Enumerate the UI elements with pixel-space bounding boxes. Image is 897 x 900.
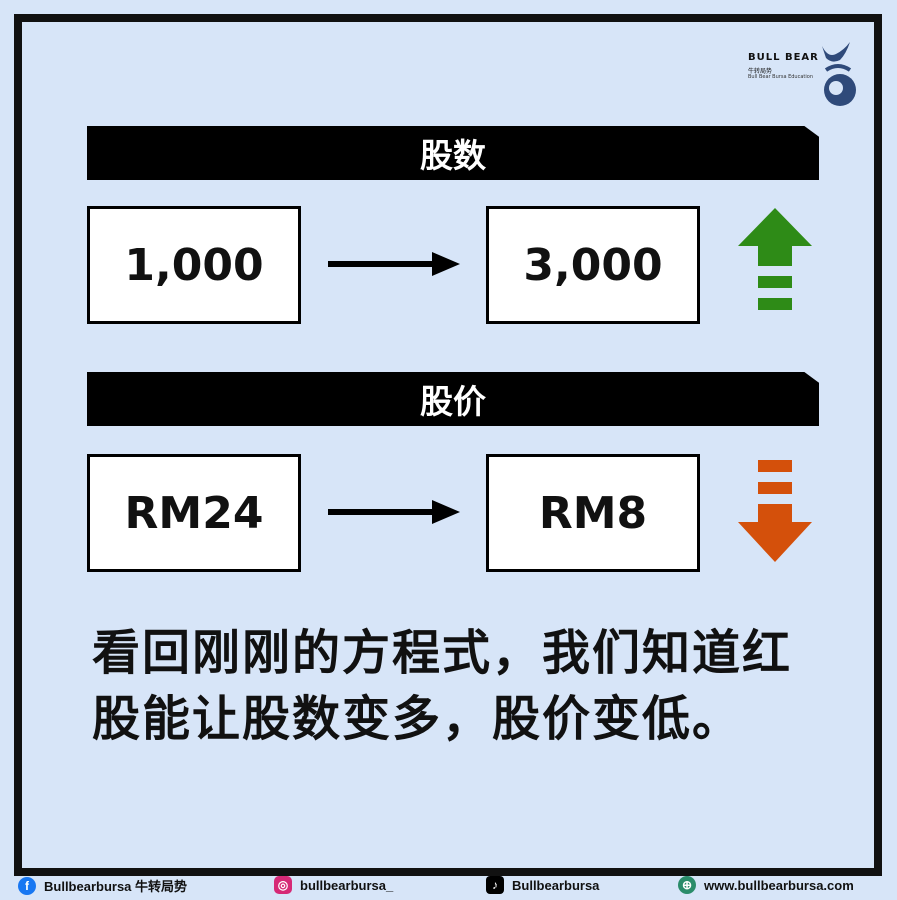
summary-sentence: 看回刚刚的方程式，我们知道红股能让股数变多，股价变低。 xyxy=(92,625,793,747)
logo-brand-top: BULL BEAR xyxy=(748,52,819,63)
bull-icon xyxy=(822,42,856,106)
up-arrow-icon xyxy=(738,208,812,310)
shares-after-box: 3,000 xyxy=(486,206,700,324)
tiktok-label: Bullbearbursa xyxy=(512,877,600,893)
footer-website[interactable]: ⊕ www.bullbearbursa.com xyxy=(678,876,854,894)
logo-tagline: Bull Bear Bursa Education xyxy=(748,74,813,80)
price-after-box: RM8 xyxy=(486,454,700,572)
right-arrow-icon xyxy=(328,500,460,524)
footer-tiktok[interactable]: ♪ Bullbearbursa xyxy=(486,876,599,894)
instagram-icon: ◎ xyxy=(274,876,292,894)
section-title-shares: 股数 xyxy=(87,126,819,180)
instagram-label: bullbearbursa_ xyxy=(300,877,394,893)
footer-instagram[interactable]: ◎ bullbearbursa_ xyxy=(274,876,393,894)
right-arrow-icon xyxy=(328,252,460,276)
globe-icon: ⊕ xyxy=(678,876,696,894)
brand-logo: BULL BEAR 牛转局势 Bull Bear Bursa Education xyxy=(748,40,864,112)
section-title-price: 股价 xyxy=(87,372,819,426)
down-arrow-icon xyxy=(738,460,812,562)
website-label: www.bullbearbursa.com xyxy=(704,877,854,893)
footer: f Bullbearbursa 牛转局势 ◎ bullbearbursa_ ♪ … xyxy=(0,872,897,900)
facebook-label: Bullbearbursa 牛转局势 xyxy=(44,879,188,894)
price-before-box: RM24 xyxy=(87,454,301,572)
logo-cn: 牛转局势 xyxy=(748,68,773,75)
facebook-icon: f xyxy=(18,876,36,895)
shares-before-box: 1,000 xyxy=(87,206,301,324)
tiktok-icon: ♪ xyxy=(486,876,504,894)
footer-facebook[interactable]: f Bullbearbursa 牛转局势 xyxy=(18,876,187,895)
